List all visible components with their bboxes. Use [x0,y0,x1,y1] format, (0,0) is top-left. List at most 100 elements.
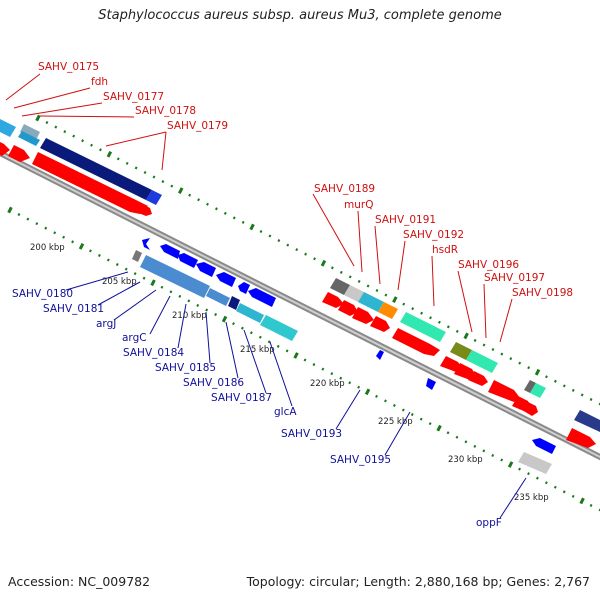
reverse-features [132,238,556,474]
minor-tick [321,367,325,371]
forward-gene-arrow [370,316,390,332]
feature-box [132,250,142,262]
minor-tick [491,453,495,457]
minor-tick [527,472,530,476]
minor-tick [170,184,174,188]
minor-tick [357,385,361,389]
minor-tick [72,134,76,138]
minor-tick [205,308,209,312]
feature-box [40,138,152,200]
topology-label: Topology: circular; Length: 2,880,168 bp… [246,574,590,589]
callout-line [65,271,129,291]
tick-label: 200 kbp [30,243,65,253]
minor-tick [518,467,521,471]
forward-gene-arrow [392,328,440,356]
minor-tick [428,422,432,426]
minor-tick [527,366,531,370]
major-tick [364,388,371,396]
minor-tick [286,243,290,247]
minor-tick [473,444,477,448]
minor-tick [401,408,405,412]
feature-box [400,312,446,342]
feature-box [20,124,40,140]
minor-tick [411,307,415,311]
minor-tick [571,494,575,498]
minor-tick [106,258,110,262]
reverse-gene-arrow [238,282,250,294]
minor-tick [446,325,450,329]
tick-label: 225 kbp [378,417,413,427]
minor-tick [384,399,387,403]
major-tick [392,296,398,303]
minor-tick [206,202,209,206]
minor-tick [562,490,566,494]
major-tick [507,461,514,468]
minor-tick [241,220,245,224]
tick-label: 215 kbp [240,345,275,355]
minor-tick [544,481,548,485]
minor-tick [54,125,58,129]
feature-box [260,315,298,341]
feature-box [518,452,552,474]
callout-lines: SAHV_0175fdhSAHV_0177SAHV_0178SAHV_0179S… [5,61,573,529]
feature-box [344,285,364,302]
minor-tick [97,253,101,257]
minor-tick [196,303,200,307]
minor-tick [115,263,119,267]
minor-tick [89,249,92,253]
forward-gene-label: SAHV_0192 [403,229,464,241]
forward-gene-arrow [32,152,148,214]
reverse-gene-arrow [196,262,216,277]
feature-box [146,190,162,205]
forward-gene-label: fdh [91,76,108,88]
minor-tick [259,229,263,234]
minor-tick [142,276,146,280]
minor-tick [276,344,280,348]
minor-tick [375,394,378,398]
minor-tick [589,397,593,401]
reverse-gene-label: SAHV_0195 [330,454,391,466]
reverse-gene-label: glcA [274,406,297,418]
tick-label: 235 kbp [514,493,549,503]
reverse-gene-label: SAHV_0186 [183,377,244,389]
major-tick [7,206,13,214]
forward-gene-label: SAHV_0189 [314,183,375,195]
forward-gene-label: hsdR [432,244,458,256]
callout-line [384,411,411,456]
minor-tick [357,279,361,283]
callout-line [499,477,527,519]
feature-box [358,292,384,312]
forward-gene-arrow [8,145,30,162]
forward-gene-label: SAHV_0198 [512,287,573,299]
minor-tick [580,393,584,397]
minor-tick [473,338,477,342]
reverse-gene-arrow [142,238,150,250]
callout-line [97,281,141,306]
forward-gene-label: murQ [344,199,373,211]
minor-tick [375,288,379,293]
major-tick [463,332,469,340]
tick-label: 230 kbp [448,455,483,465]
callout-line [21,102,103,117]
reverse-gene-label: SAHV_0185 [155,362,216,374]
feature-box [206,288,230,306]
minor-tick [446,431,450,435]
minor-tick [161,180,165,184]
dotted-ring-inner [7,206,600,512]
forward-gene-label: SAHV_0177 [103,91,164,103]
minor-tick [295,248,299,252]
minor-tick [152,175,156,179]
feature-box [0,119,16,137]
callout-line [105,131,167,147]
reverse-gene-label: SAHV_0181 [43,303,104,315]
minor-tick [455,329,459,333]
minor-tick [509,357,513,361]
minor-tick [62,235,66,239]
minor-tick [384,293,388,297]
minor-tick [63,130,67,134]
major-tick [436,424,442,432]
feature-box [228,296,240,310]
reverse-gene-arrow [426,378,436,390]
reverse-gene-arrow [160,244,180,259]
minor-tick [187,299,191,303]
